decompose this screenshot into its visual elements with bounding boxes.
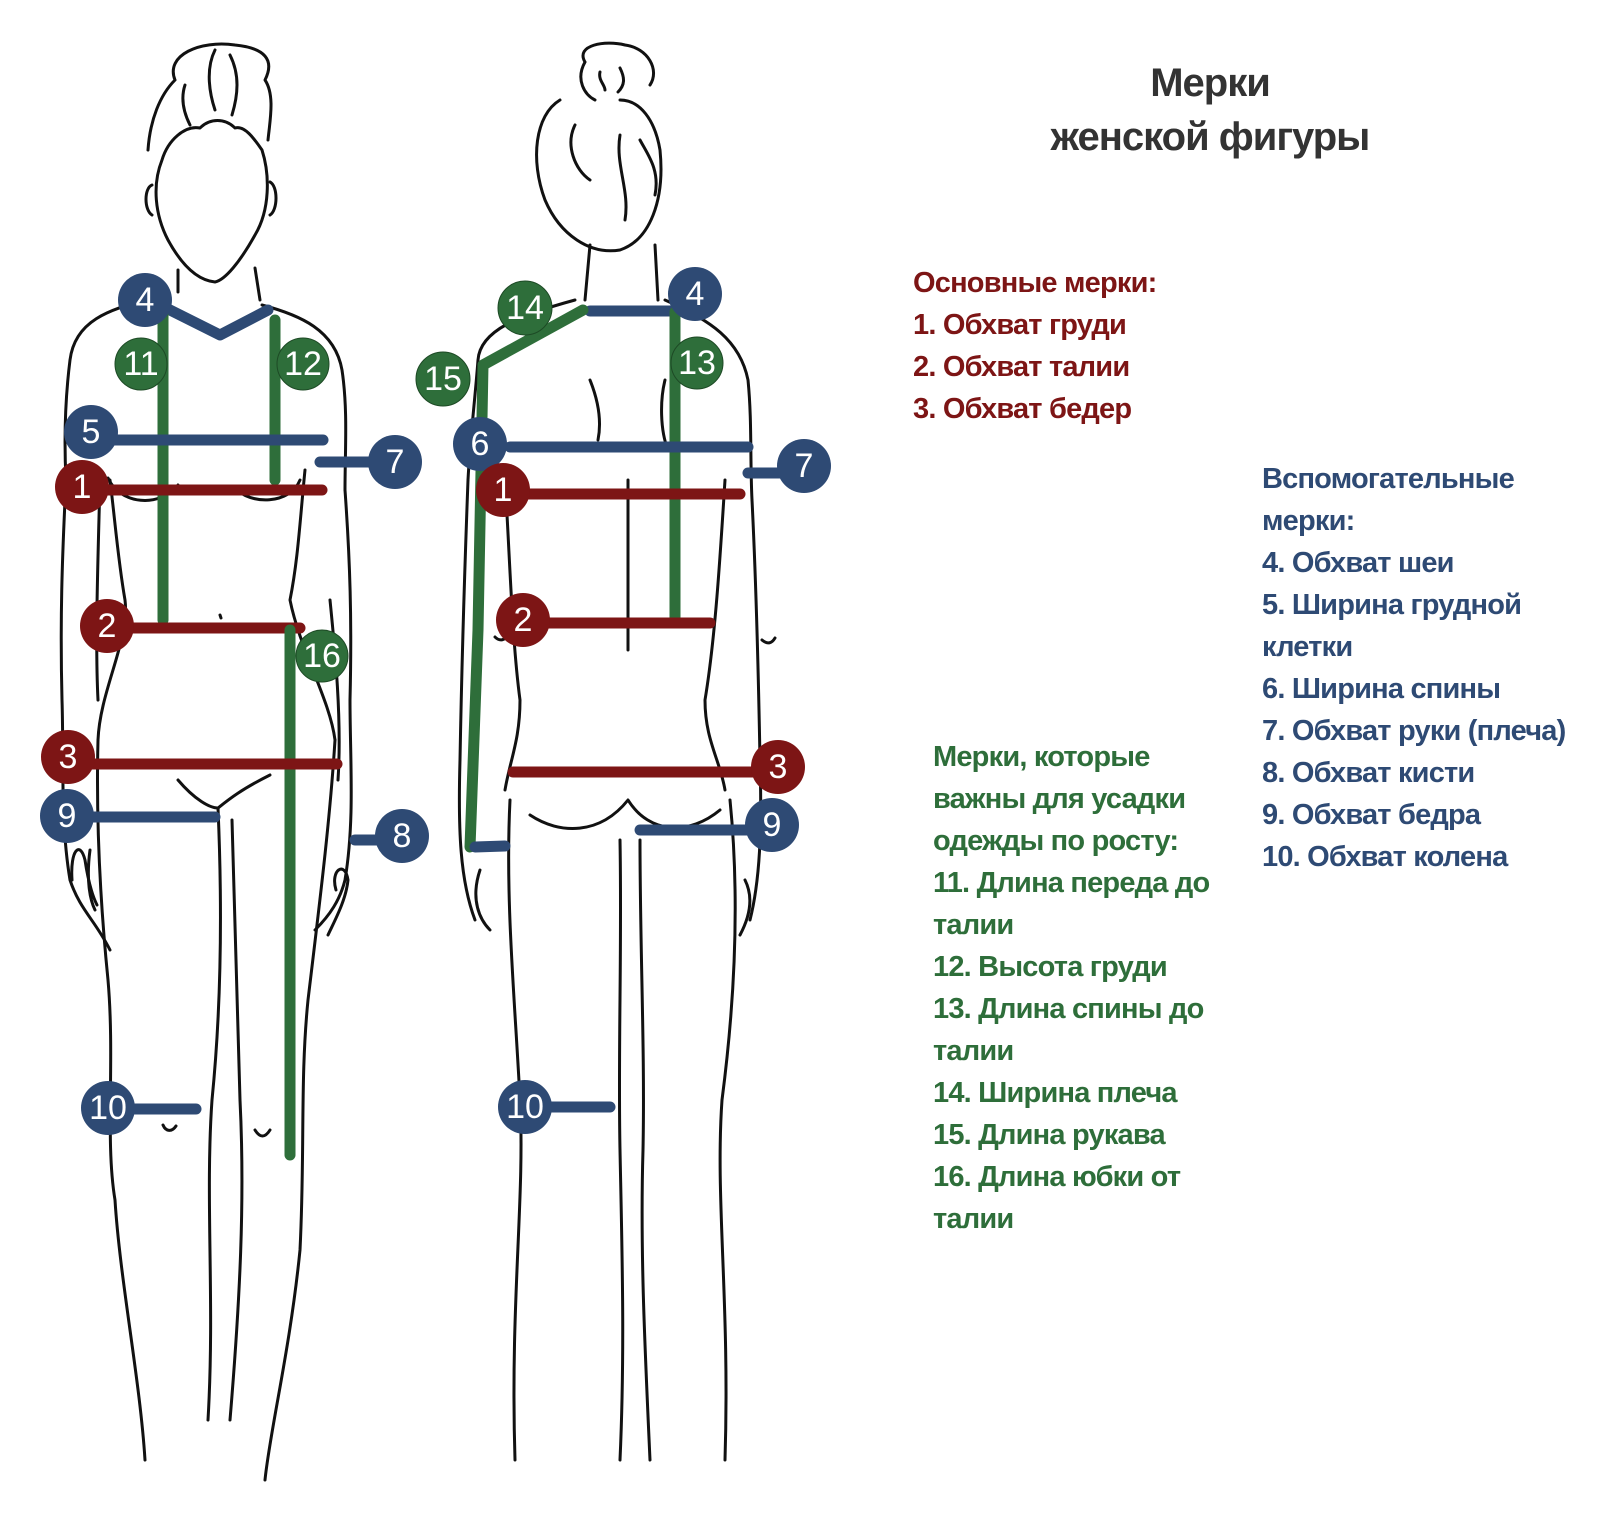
back-marker-14: 14 [497, 280, 553, 336]
legend-auxiliary-measurements: Вспомогательные мерки: 4. Обхват шеи 5. … [1262, 458, 1566, 878]
legend-item: 14. Ширина плеча [933, 1077, 1178, 1109]
svg-text:6: 6 [471, 425, 490, 463]
legend-item: талии [933, 1035, 1014, 1067]
front-ear-right [268, 180, 278, 217]
title-line-2: женской фигуры [1050, 115, 1371, 159]
legend-item: 7. Обхват руки (плеча) [1262, 715, 1566, 747]
back-marker-15: 15 [415, 351, 471, 407]
legend-item: талии [933, 909, 1014, 941]
markers: 4 11 12 5 7 1 2 16 3 9 8 10 14 4 15 13 6… [40, 267, 831, 1135]
front-marker-3: 3 [41, 730, 95, 784]
svg-text:3: 3 [769, 748, 788, 786]
legend-item: 3. Обхват бедер [913, 393, 1132, 425]
svg-text:2: 2 [514, 601, 533, 639]
svg-text:2: 2 [98, 607, 117, 645]
back-marker-9: 9 [745, 798, 799, 852]
svg-text:15: 15 [424, 360, 462, 398]
back-marker-13: 13 [670, 336, 724, 390]
legend-item: 10. Обхват колена [1262, 841, 1508, 873]
svg-text:4: 4 [686, 275, 705, 313]
front-marker-1: 1 [55, 460, 109, 514]
legend-item: 4. Обхват шеи [1262, 547, 1454, 579]
svg-text:1: 1 [73, 468, 92, 506]
legend-item: 12. Высота груди [933, 951, 1168, 983]
legend-item: 9. Обхват бедра [1262, 799, 1481, 831]
back-marker-1: 1 [476, 463, 530, 517]
diagram-title: Мерки женской фигуры [1020, 56, 1400, 164]
svg-text:8: 8 [393, 817, 412, 855]
legend-aux-heading: Вспомогательные [1262, 463, 1515, 495]
legend-aux-heading: мерки: [1262, 505, 1355, 537]
legend-growth-heading: одежды по росту: [933, 825, 1179, 857]
back-figure-outline [457, 41, 777, 1462]
front-marker-4: 4 [118, 273, 172, 327]
legend-item: 11. Длина переда до [933, 867, 1210, 899]
legend-growth-measurements: Мерки, которые важны для усадки одежды п… [933, 736, 1210, 1240]
legend-item: 5. Ширина грудной [1262, 589, 1522, 621]
svg-text:4: 4 [136, 281, 155, 319]
back-buttocks [528, 798, 722, 830]
svg-text:10: 10 [89, 1089, 127, 1127]
svg-text:9: 9 [58, 797, 77, 835]
legend-item: 15. Длина рукава [933, 1119, 1166, 1151]
legend-item: 8. Обхват кисти [1262, 757, 1475, 789]
front-hair [146, 42, 273, 152]
front-marker-5: 5 [64, 405, 118, 459]
svg-text:14: 14 [506, 289, 544, 327]
legend-main-measurements: Основные мерки: 1. Обхват груди 2. Обхва… [913, 262, 1157, 430]
legend-item: талии [933, 1203, 1014, 1235]
legend-main-heading: Основные мерки: [913, 267, 1157, 299]
svg-text:5: 5 [82, 413, 101, 451]
svg-text:12: 12 [284, 345, 322, 383]
svg-text:9: 9 [763, 806, 782, 844]
front-torso [63, 298, 348, 492]
legend-item: 13. Длина спины до [933, 993, 1204, 1025]
front-face [154, 119, 269, 284]
front-marker-11: 11 [114, 337, 168, 391]
back-marker-6: 6 [453, 417, 507, 471]
back-legs [507, 798, 737, 1462]
legend-item: 6. Ширина спины [1262, 673, 1501, 705]
legend-item: клетки [1262, 631, 1353, 663]
front-line-4-neck [154, 299, 274, 341]
back-hair [535, 41, 663, 253]
front-marker-16: 16 [295, 629, 349, 683]
back-marker-7: 7 [777, 439, 831, 493]
back-line-14-15 [464, 304, 589, 853]
front-marker-7: 7 [368, 435, 422, 489]
front-marker-2: 2 [80, 599, 134, 653]
legend-item: 1. Обхват груди [913, 309, 1127, 341]
front-marker-9: 9 [40, 789, 94, 843]
svg-text:3: 3 [59, 738, 78, 776]
svg-text:10: 10 [506, 1088, 544, 1126]
back-marker-4: 4 [668, 267, 722, 321]
measurement-lines [84, 299, 806, 1161]
title-line-1: Мерки [1150, 61, 1271, 105]
back-marker-2: 2 [496, 593, 550, 647]
back-marker-10: 10 [498, 1080, 552, 1134]
svg-text:11: 11 [123, 345, 158, 383]
legend-item: 16. Длина юбки от [933, 1161, 1181, 1193]
svg-text:16: 16 [303, 637, 341, 675]
front-marker-12: 12 [276, 337, 330, 391]
back-marker-3: 3 [751, 740, 805, 794]
legend-growth-heading: Мерки, которые [933, 741, 1150, 773]
svg-text:13: 13 [678, 344, 716, 382]
front-marker-10: 10 [81, 1081, 135, 1135]
front-marker-8: 8 [375, 809, 429, 863]
legend-item: 2. Обхват талии [913, 351, 1130, 383]
back-line-8-wrist [469, 840, 511, 853]
front-ear-left [144, 183, 154, 217]
svg-text:1: 1 [494, 471, 513, 509]
svg-text:7: 7 [386, 443, 405, 481]
legend-growth-heading: важны для усадки [933, 783, 1186, 815]
svg-text:7: 7 [795, 447, 814, 485]
